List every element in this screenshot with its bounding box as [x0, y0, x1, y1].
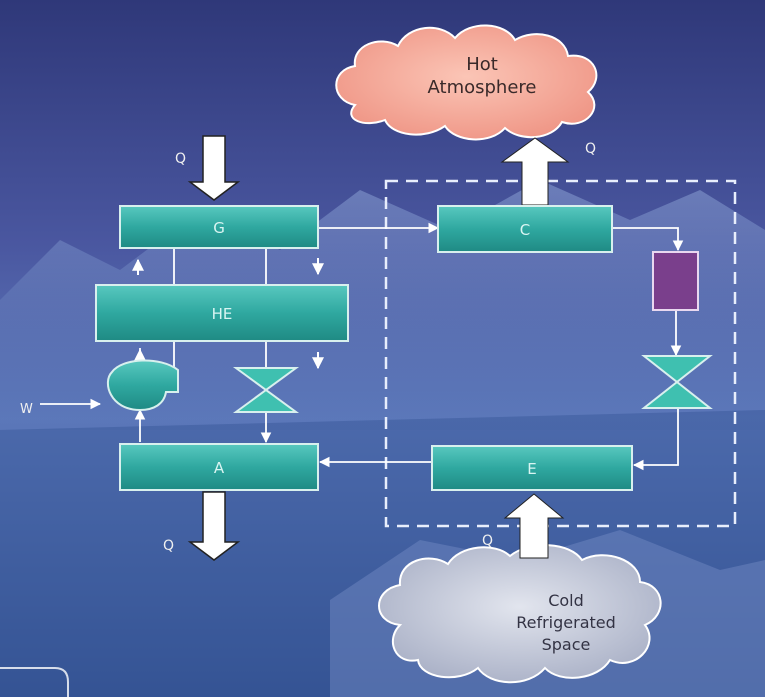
hot-cloud-line1: Hot — [466, 54, 498, 75]
condenser-label: C — [520, 221, 530, 239]
hot-atmosphere-cloud: Hot Atmosphere — [335, 24, 598, 141]
generator-box: G — [119, 205, 319, 249]
heat-out-absorber-arrow — [187, 491, 241, 561]
expansion-valve-solution — [232, 367, 300, 413]
small-direction-arrows — [132, 258, 324, 370]
heat-in-evaporator-arrow — [503, 493, 565, 559]
absorber-label: A — [214, 459, 225, 477]
cold-cloud-line1: Cold — [548, 591, 584, 610]
work-label: W — [20, 402, 33, 417]
evaporator-box: E — [431, 445, 633, 491]
heat-exchanger-label: HE — [212, 305, 233, 323]
heat-out-condenser-arrow — [500, 137, 570, 206]
q-generator-label: Q — [175, 151, 186, 167]
cold-space-cloud: Cold Refrigerated Space — [378, 544, 662, 684]
refrigeration-boundary — [384, 179, 737, 528]
expansion-valve-refrigerant — [641, 355, 713, 409]
generator-label: G — [213, 219, 225, 237]
evaporator-label: E — [527, 460, 536, 478]
cold-cloud-line2: Refrigerated — [516, 613, 616, 632]
hot-cloud-line2: Atmosphere — [428, 77, 537, 98]
heat-in-generator-arrow — [187, 135, 241, 201]
heat-exchanger-box: HE — [95, 284, 349, 342]
condenser-box: C — [437, 205, 613, 253]
absorber-box: A — [119, 443, 319, 491]
cold-cloud-line3: Space — [542, 635, 591, 654]
filter-dryer — [652, 251, 699, 311]
solution-pump — [107, 359, 179, 412]
q-evaporator-label: Q — [482, 533, 493, 549]
q-absorber-label: Q — [163, 538, 174, 554]
q-condenser-label: Q — [585, 141, 596, 157]
corner-outline — [0, 667, 69, 697]
